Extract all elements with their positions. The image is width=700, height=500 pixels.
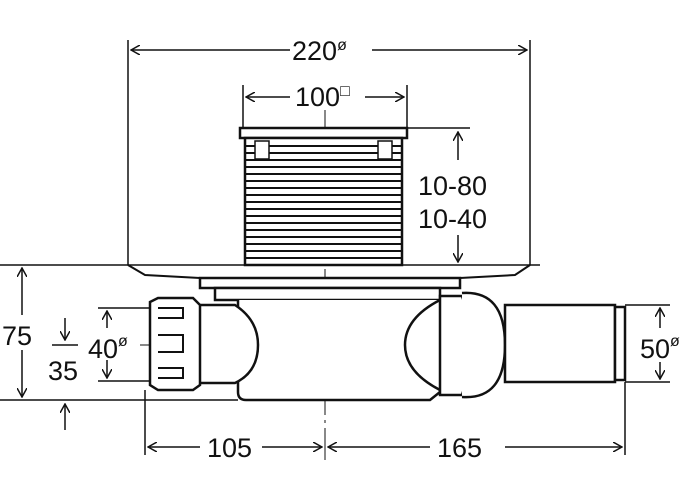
- grate: [238, 126, 470, 267]
- dimension-40: [98, 307, 150, 382]
- label-100: 100□: [295, 82, 350, 112]
- flange: [198, 276, 462, 302]
- dimension-100: [242, 85, 408, 128]
- label-35: 35: [48, 356, 78, 386]
- dimension-105-165: [144, 382, 626, 455]
- dimension-220: [127, 40, 531, 265]
- left-outlet-nut: [148, 296, 202, 392]
- label-10-80: 10-80: [418, 171, 487, 201]
- label-75: 75: [2, 321, 32, 351]
- dimension-50: [625, 304, 670, 383]
- right-outlet: [438, 291, 627, 399]
- dimension-75: [0, 268, 238, 430]
- label-50: 50ø: [640, 333, 680, 364]
- label-165: 165: [437, 433, 482, 463]
- drain-body: [200, 298, 442, 402]
- label-220: 220ø: [292, 36, 347, 66]
- label-105: 105: [207, 433, 252, 463]
- label-10-40: 10-40: [418, 204, 487, 234]
- label-40: 40ø: [88, 333, 128, 364]
- floor-plate: [0, 264, 540, 279]
